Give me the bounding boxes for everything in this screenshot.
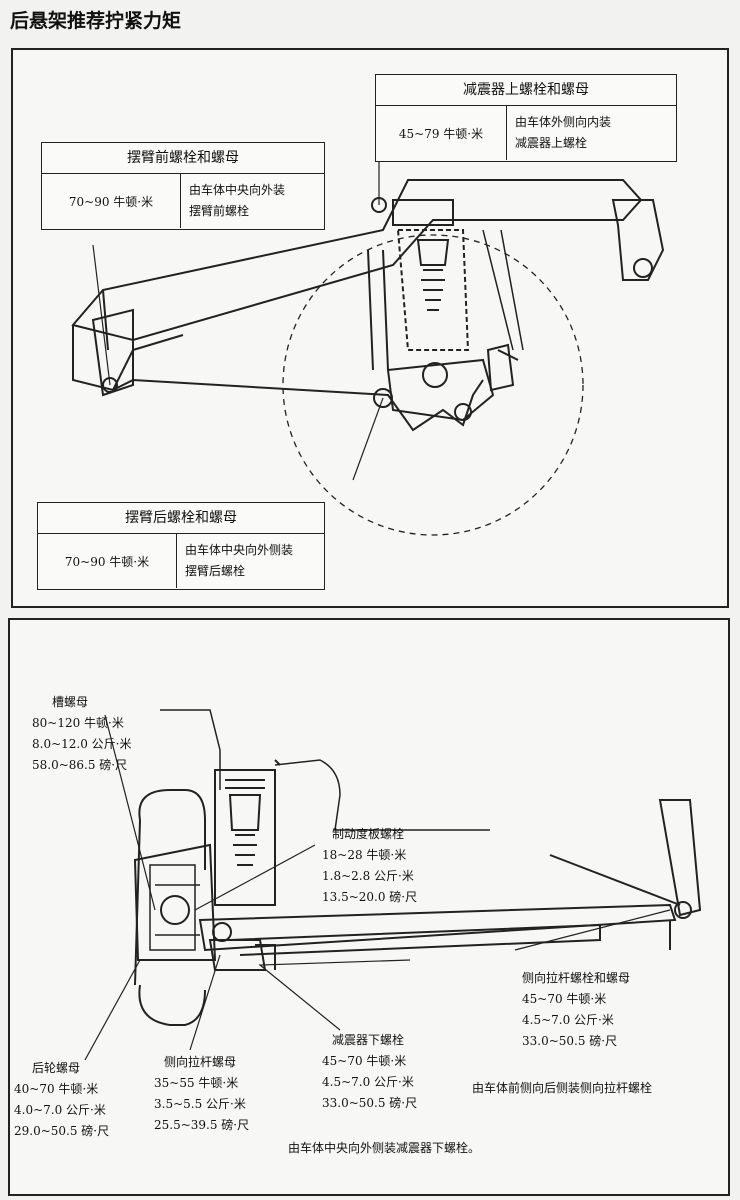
bottom-diagram-panel: 槽螺母 80~120 牛顿·米 8.0~12.0 公斤·米 58.0~86.5 … <box>8 618 730 1196</box>
lateral-rod-nut-label: 侧向拉杆螺母 35~55 牛顿·米 3.5~5.5 公斤·米 25.5~39.5… <box>154 1052 249 1136</box>
callout-title: 摆臂后螺栓和螺母 <box>38 503 324 534</box>
label-value: 45~70 牛顿·米 <box>522 992 607 1006</box>
callout-title: 摆臂前螺栓和螺母 <box>42 143 324 174</box>
brake-plate-bolt-label: 制动度板螺栓 18~28 牛顿·米 1.8~2.8 公斤·米 13.5~20.0… <box>322 824 417 908</box>
label-value: 25.5~39.5 磅·尺 <box>154 1118 250 1132</box>
shock-lower-install-note: 由车体中央向外侧装减震器下螺栓。 <box>288 1141 481 1155</box>
label-value: 40~70 牛顿·米 <box>14 1082 99 1096</box>
label-title: 后轮螺母 <box>32 1061 81 1075</box>
arm-front-bolt-callout: 摆臂前螺栓和螺母 70~90 牛顿·米 由车体中央向外装 摆臂前螺栓 <box>41 142 325 230</box>
callout-desc-line: 摆臂前螺栓 <box>189 204 250 218</box>
label-value: 33.0~50.5 磅·尺 <box>322 1096 418 1110</box>
page-title: 后悬架推荐拧紧力矩 <box>10 10 182 32</box>
callout-torque: 70~90 牛顿·米 <box>38 534 177 588</box>
label-value: 1.8~2.8 公斤·米 <box>322 869 414 883</box>
label-value: 33.0~50.5 磅·尺 <box>522 1034 618 1048</box>
callout-desc-line: 减震器上螺栓 <box>515 136 588 150</box>
groove-nut-label: 槽螺母 80~120 牛顿·米 8.0~12.0 公斤·米 58.0~86.5 … <box>32 692 132 776</box>
label-value: 58.0~86.5 磅·尺 <box>32 758 128 772</box>
label-value: 80~120 牛顿·米 <box>32 716 124 730</box>
callout-torque: 45~79 牛顿·米 <box>376 106 507 160</box>
label-title: 槽螺母 <box>52 695 89 709</box>
label-value: 8.0~12.0 公斤·米 <box>32 737 132 751</box>
callout-title: 减震器上螺栓和螺母 <box>376 75 676 106</box>
label-value: 4.5~7.0 公斤·米 <box>322 1075 414 1089</box>
callout-torque: 70~90 牛顿·米 <box>42 174 181 228</box>
arm-rear-bolt-callout: 摆臂后螺栓和螺母 70~90 牛顿·米 由车体中央向外侧装 摆臂后螺栓 <box>37 502 325 590</box>
label-value: 3.5~5.5 公斤·米 <box>154 1097 246 1111</box>
label-value: 4.0~7.0 公斤·米 <box>14 1103 106 1117</box>
label-value: 45~70 牛顿·米 <box>322 1054 407 1068</box>
label-title: 侧向拉杆螺母 <box>164 1055 237 1069</box>
rear-axle-drawing <box>84 709 702 1061</box>
label-value: 29.0~50.5 磅·尺 <box>14 1124 110 1138</box>
lateral-rod-bolt-nut-label: 侧向拉杆螺栓和螺母 45~70 牛顿·米 4.5~7.0 公斤·米 33.0~5… <box>522 968 630 1052</box>
label-title: 减震器下螺栓 <box>332 1033 405 1047</box>
top-diagram-panel: 减震器上螺栓和螺母 45~79 牛顿·米 由车体外侧向内装 减震器上螺栓 摆臂前… <box>11 48 729 608</box>
lateral-rod-install-note: 由车体前侧向后侧装侧向拉杆螺栓 <box>472 1081 653 1095</box>
shock-upper-bolt-callout: 减震器上螺栓和螺母 45~79 牛顿·米 由车体外侧向内装 减震器上螺栓 <box>375 74 677 162</box>
label-value: 35~55 牛顿·米 <box>154 1076 239 1090</box>
callout-desc-line: 由车体中央向外装 <box>189 183 286 197</box>
label-value: 18~28 牛顿·米 <box>322 848 407 862</box>
label-title: 制动度板螺栓 <box>332 827 405 841</box>
callout-desc-line: 摆臂后螺栓 <box>185 564 246 578</box>
label-value: 4.5~7.0 公斤·米 <box>522 1013 614 1027</box>
callout-desc-line: 由车体中央向外侧装 <box>185 543 294 557</box>
label-title: 侧向拉杆螺栓和螺母 <box>522 971 631 985</box>
label-value: 13.5~20.0 磅·尺 <box>322 890 418 904</box>
wheel-nut-label: 后轮螺母 40~70 牛顿·米 4.0~7.0 公斤·米 29.0~50.5 磅… <box>14 1058 109 1142</box>
shock-lower-bolt-label: 减震器下螺栓 45~70 牛顿·米 4.5~7.0 公斤·米 33.0~50.5… <box>322 1030 417 1114</box>
rear-suspension-arm-drawing <box>71 158 665 536</box>
callout-desc-line: 由车体外侧向内装 <box>515 115 612 129</box>
